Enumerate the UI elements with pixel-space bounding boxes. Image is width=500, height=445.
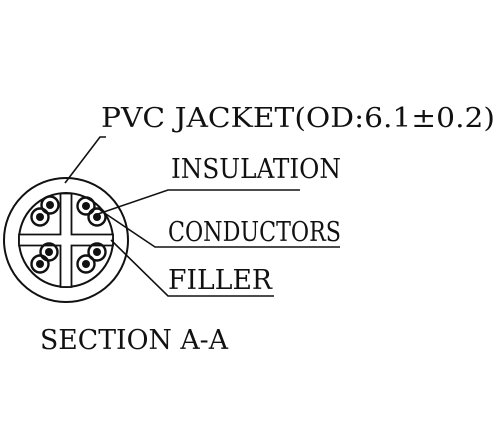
leader-conductors [99,209,340,248]
cable-cross-section [3,177,129,303]
label-filler: FILLER [168,265,273,296]
insulation-ring [40,195,60,215]
label-conductors: CONDUCTORS [168,217,341,248]
label-section: SECTION A-A [40,325,228,356]
jacket-outer-edge [3,177,129,303]
conductor-pair-bottom-right [76,242,107,274]
conductor-pair-top-left [30,195,60,227]
leader-insulation [97,189,300,215]
conductor-core [82,202,90,210]
insulation-ring [76,196,96,216]
conductor-core [82,260,90,268]
filler-cross [18,192,114,288]
label-insulation: INSULATION [171,154,341,185]
label-jacket: PVC JACKET(OD:6.1±0.2) [101,103,495,134]
conductor-pair-bottom-left [30,242,59,274]
insulation-ring [87,242,107,262]
insulation-ring [87,207,107,227]
conductor-core [93,248,101,256]
conductor-pair-top-right [76,196,107,227]
leader-filler [110,239,274,297]
insulation-ring [30,207,50,227]
conductor-core [45,248,53,256]
insulation-ring [76,254,96,274]
conductor-core [46,201,54,209]
leader-lines [64,136,340,297]
conductor-core [36,260,44,268]
insulation-ring [30,254,50,274]
conductor-core [93,213,101,221]
conductor-core [36,213,44,221]
leader-jacket [64,136,106,184]
